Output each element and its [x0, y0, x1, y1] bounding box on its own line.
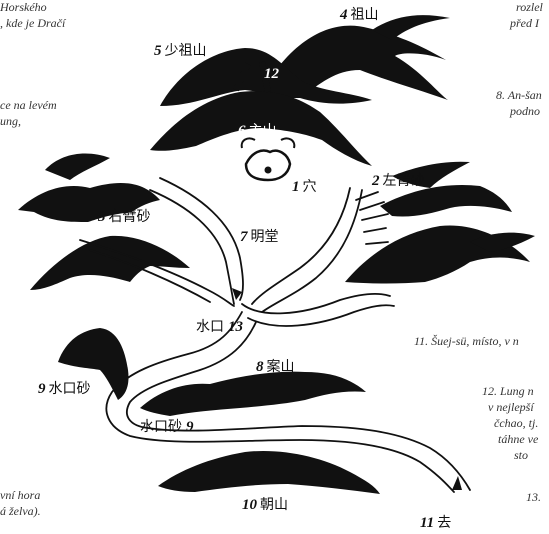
mountain-youbisha-back: [45, 154, 110, 180]
side-text-right-3: 8. An-šan: [496, 88, 542, 102]
side-text-right-9: táhne ve: [498, 432, 538, 446]
side-text-left-2: , kde je Dračí: [0, 16, 65, 30]
side-text-left-1: Horského: [0, 0, 47, 14]
label-youbisha: 3右臂砂: [98, 206, 151, 226]
side-text-right-10: sto: [514, 448, 528, 462]
side-text-right-8: čchao, tj.: [494, 416, 538, 430]
label-qu: 11去: [420, 512, 451, 532]
side-text-left-5: vní hora: [0, 488, 40, 502]
side-text-left-6: á želva).: [0, 504, 41, 518]
label-zushan: 4祖山: [340, 4, 379, 24]
label-mingtang: 7明堂: [240, 226, 279, 246]
label-xue: 1穴: [292, 176, 317, 196]
label-zhushan: 6主山: [238, 120, 277, 140]
label-ridge: 12: [264, 66, 279, 83]
side-text-right-2: před I: [510, 16, 539, 30]
side-text-left-4: ung,: [0, 114, 21, 128]
label-shuikou: 水口13: [196, 316, 243, 336]
stream-right: [252, 188, 350, 304]
side-text-right-6: 12. Lung n: [482, 384, 534, 398]
mountains: [18, 15, 535, 494]
label-shuikousha-right: 水口砂9: [140, 416, 194, 436]
label-zuobisha: 2左臂砂: [372, 170, 425, 190]
side-text-right-4: podno: [510, 104, 540, 118]
label-shaozushan: 5少祖山: [154, 40, 207, 60]
lair-symbol: [242, 138, 295, 180]
side-text-right-11: 13.: [526, 490, 541, 504]
label-chaoshan: 10朝山: [242, 494, 288, 514]
label-anshan: 8案山: [256, 356, 295, 376]
mountain-youbisha-front: [30, 236, 190, 290]
side-text-left-3: ce na levém: [0, 98, 57, 112]
side-text-right-1: rozlel: [516, 0, 543, 14]
label-shuikousha-left: 9水口砂: [38, 378, 91, 398]
mountain-chaoshan: [158, 451, 380, 494]
side-text-right-5: 11. Šuej-sü, místo, v n: [414, 334, 519, 348]
side-text-right-7: v nejlepší: [488, 400, 534, 414]
